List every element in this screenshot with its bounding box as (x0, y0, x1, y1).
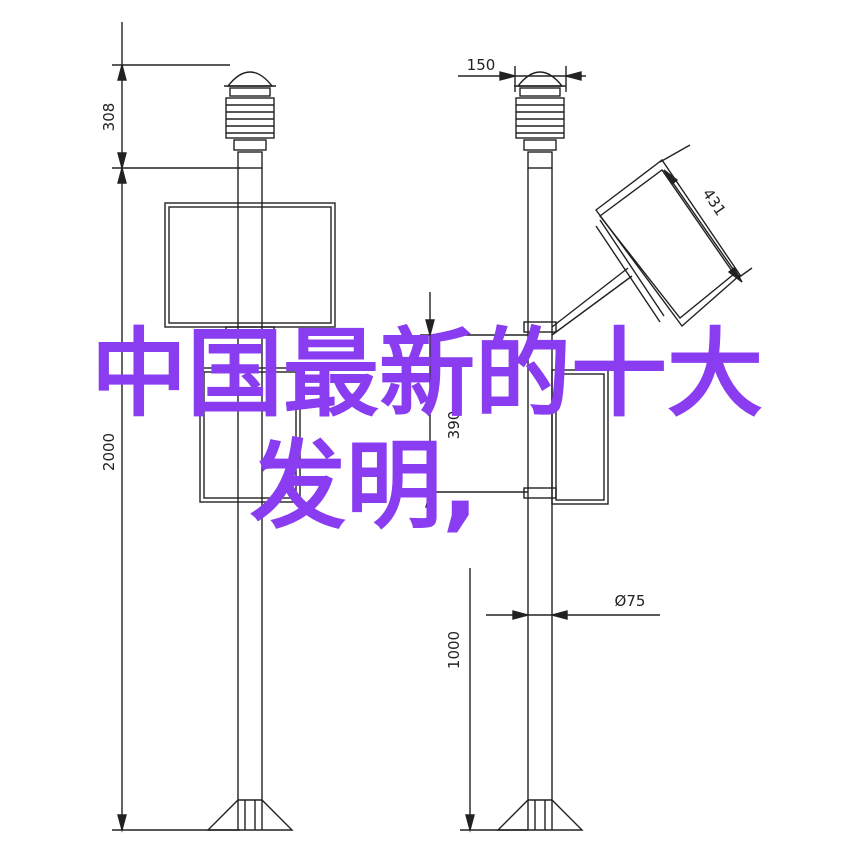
left-dimension-line (112, 22, 240, 833)
right-sensor-head (514, 71, 566, 169)
overlay-headline: 中国最新的十大 发明, (0, 318, 854, 542)
right-side-box (551, 369, 609, 505)
diameter-dimension (486, 610, 660, 620)
dim-label-2000: 2000 (100, 433, 118, 471)
headline-line-1: 中国最新的十大 (91, 318, 763, 430)
dim-label-390: 390 (445, 411, 463, 440)
headline-line-2: 发明, (250, 430, 479, 542)
dim-label-150: 150 (467, 56, 496, 74)
left-display-board (164, 202, 336, 336)
left-pole (206, 168, 294, 831)
dim-label-431: 431 (699, 185, 730, 219)
dim-label-1000: 1000 (445, 631, 463, 669)
right-width-dimension (458, 66, 586, 92)
left-sensor-head (224, 71, 276, 169)
solar-panel (551, 144, 753, 336)
dim-label-308: 308 (100, 103, 118, 132)
right-vertical-dimensions (420, 292, 528, 833)
dim-label-diameter: Ø75 (615, 592, 646, 610)
left-lower-box (199, 367, 301, 503)
